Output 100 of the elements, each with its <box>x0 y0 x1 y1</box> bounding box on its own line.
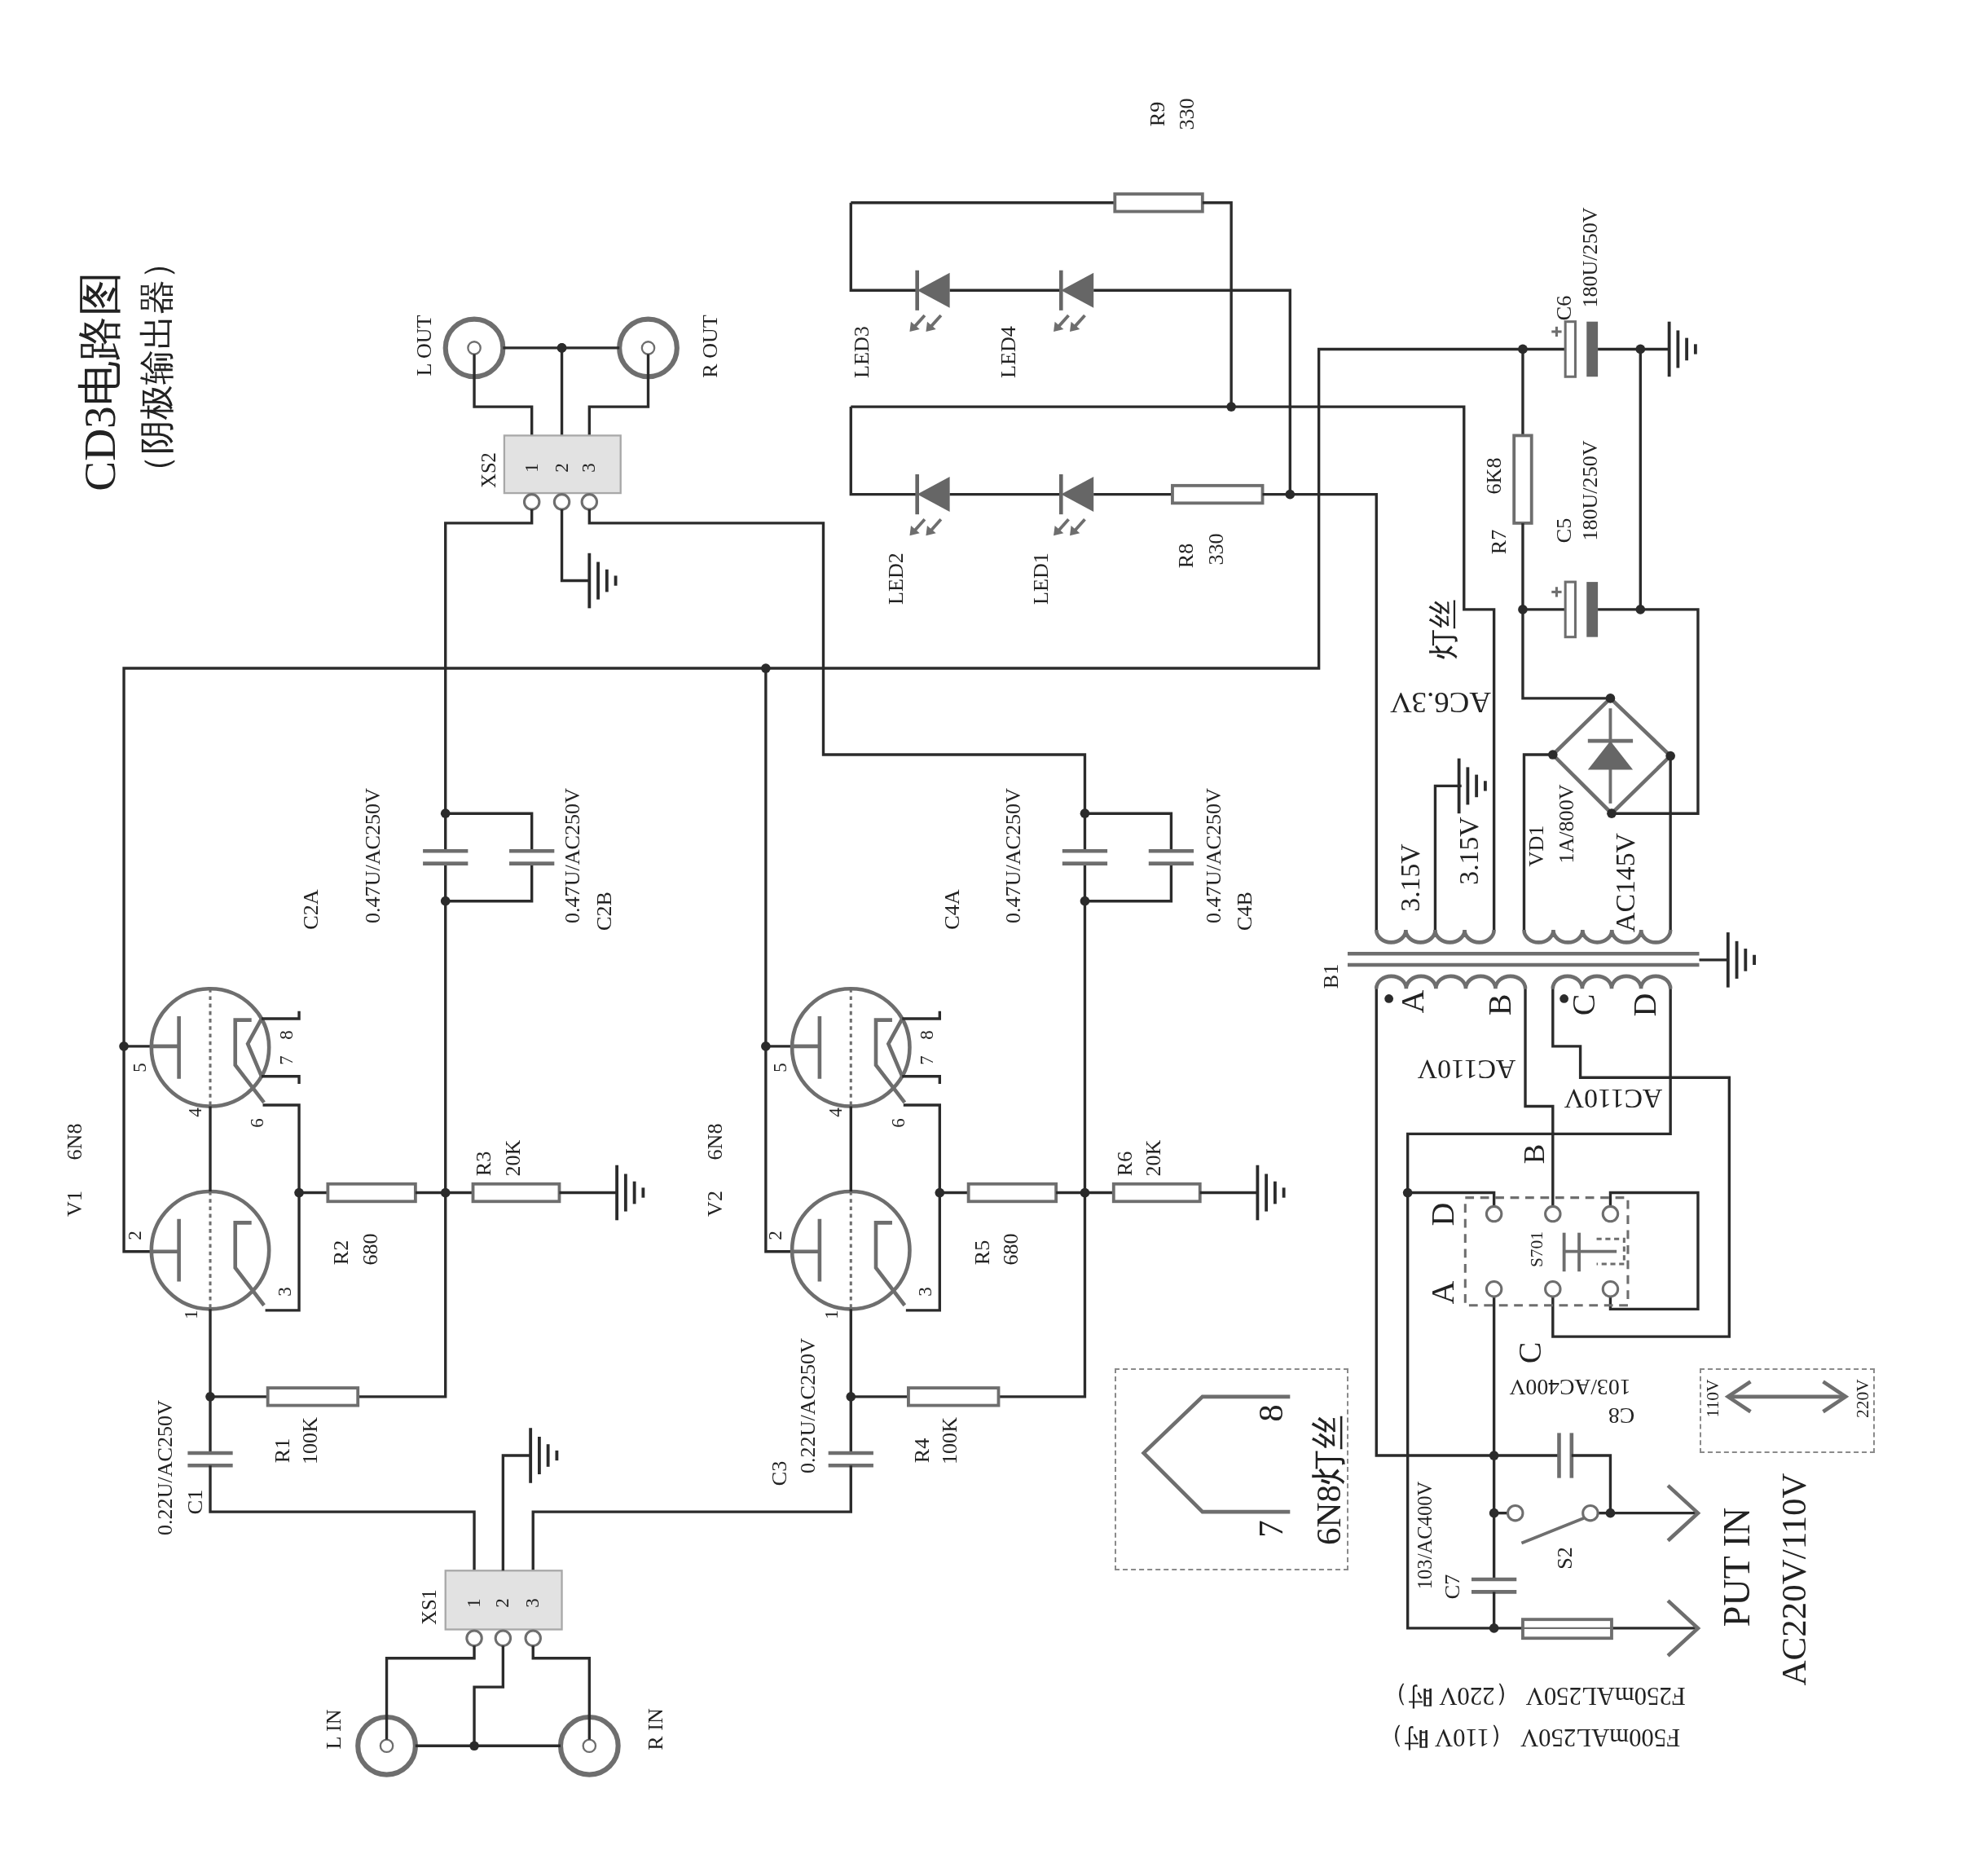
value-label: 0.47U/AC250V <box>1203 788 1225 924</box>
terminal-label: C <box>1568 993 1601 1016</box>
pin-number: 3 <box>275 1287 295 1297</box>
pin-number: 6 <box>889 1117 908 1128</box>
pin-number: 2 <box>766 1231 785 1240</box>
pin-number: 3 <box>916 1287 935 1297</box>
part-label: B1 <box>1320 963 1343 989</box>
part-label: R2 <box>331 1240 353 1266</box>
voltage-selector-box <box>1699 1367 1875 1453</box>
value-label: F500mAL250V （110V 时） <box>1378 1724 1680 1750</box>
pin-number: 5 <box>130 1063 150 1072</box>
terminal-label: L IN <box>323 1709 345 1750</box>
value-label: 330 <box>1177 98 1199 130</box>
value-label: AC145V <box>1612 832 1639 932</box>
value-label: 0.22U/AC250V <box>154 1400 176 1536</box>
pin-number: 2 <box>552 463 572 473</box>
value-label: 6N8 <box>64 1123 86 1160</box>
pin-number: 3 <box>523 1598 543 1608</box>
terminal-label: A <box>1396 989 1429 1013</box>
pin-number: 5 <box>771 1063 790 1072</box>
value-label: 0.47U/AC250V <box>1002 788 1024 924</box>
part-label: C1 <box>184 1489 206 1515</box>
value-label: 100K <box>299 1416 321 1464</box>
part-label: S701 <box>1529 1231 1547 1267</box>
value-label: F250mAL250V （220V 时） <box>1382 1683 1686 1709</box>
value-label: 0.47U/AC250V <box>362 788 384 924</box>
part-label: C2B <box>593 892 615 931</box>
part-label: R6 <box>1114 1152 1136 1177</box>
part-label: C5 <box>1553 517 1575 544</box>
part-label: C4B <box>1234 892 1256 931</box>
terminal-label: R IN <box>644 1708 666 1751</box>
voltage-label: 220V <box>1854 1378 1872 1418</box>
pin-number: 7 <box>1252 1519 1288 1538</box>
value-label: 20K <box>1142 1139 1164 1176</box>
voltage-label: 110V <box>1705 1379 1722 1418</box>
pin-number: 1 <box>522 463 542 473</box>
part-label: R1 <box>272 1438 294 1464</box>
part-label: R5 <box>971 1240 993 1266</box>
pin-number: 4 <box>186 1108 205 1117</box>
value-label: 180U/250V <box>1579 440 1601 541</box>
note-text: 灯丝 <box>1428 599 1459 660</box>
part-label: R3 <box>473 1152 495 1177</box>
value-label: 3.15V <box>1455 817 1483 885</box>
terminal-label: B <box>1519 1143 1550 1165</box>
diagram-subtitle: （阴极输出器） <box>139 244 174 490</box>
part-label: LED1 <box>1030 552 1052 605</box>
diagram-title: CD3电路图 <box>77 271 123 492</box>
value-label: 0.22U/AC250V <box>798 1337 820 1473</box>
part-label: S2 <box>1555 1547 1577 1570</box>
terminal-label: A <box>1426 1281 1459 1305</box>
value-label: 6K8 <box>1483 457 1505 495</box>
value-label: 330 <box>1205 533 1227 566</box>
part-label: V1 <box>64 1191 86 1218</box>
part-label: R9 <box>1146 101 1168 126</box>
value-label: 680 <box>1000 1233 1022 1266</box>
part-label: R8 <box>1175 543 1197 569</box>
value-label: 103/AC400V <box>1414 1482 1436 1590</box>
part-label: LED2 <box>885 552 907 605</box>
value-label: 3.15V <box>1396 843 1424 912</box>
value-label: 100K <box>939 1416 961 1464</box>
filament-diagram-box <box>1115 1367 1349 1571</box>
note-text: AC220V/110V <box>1775 1473 1811 1686</box>
filament-label: 6N8灯丝 <box>1310 1414 1346 1545</box>
pin-number: 8 <box>277 1030 297 1040</box>
value-label: AC110V <box>1564 1085 1662 1113</box>
pin-number: 8 <box>917 1030 937 1040</box>
terminal-label: L OUT <box>413 315 435 377</box>
pin-number: 1 <box>182 1309 201 1319</box>
part-label: LED3 <box>851 325 873 378</box>
part-label: XS2 <box>479 452 499 489</box>
note-text: PUT IN <box>1718 1507 1756 1627</box>
pin-number: 3 <box>579 463 599 473</box>
pin-number: 4 <box>826 1108 846 1117</box>
value-label: 6N8 <box>705 1123 727 1160</box>
value-label: 0.47U/AC250V <box>562 788 584 924</box>
part-label: C2A <box>301 889 323 931</box>
part-label: XS1 <box>419 1589 440 1625</box>
value-label: 180U/250V <box>1579 207 1601 308</box>
pin-number: 6 <box>248 1117 267 1128</box>
part-label: R7 <box>1488 529 1510 555</box>
part-label: VD1 <box>1525 825 1547 867</box>
terminal-label: D <box>1629 993 1662 1017</box>
pin-number: 2 <box>125 1231 145 1240</box>
value-label: 680 <box>359 1233 381 1266</box>
terminal-label: D <box>1426 1202 1459 1226</box>
part-label: C6 <box>1553 295 1575 320</box>
part-label: C3 <box>768 1460 790 1486</box>
part-label: V2 <box>705 1191 727 1218</box>
pin-number: 7 <box>277 1055 297 1065</box>
value-label: 103/AC400V <box>1509 1375 1631 1398</box>
terminal-label: B <box>1484 993 1517 1016</box>
terminal-label: C <box>1514 1341 1547 1364</box>
pin-number: 1 <box>464 1598 484 1608</box>
pin-number: 2 <box>493 1598 512 1608</box>
value-label: 1A/800V <box>1555 783 1577 864</box>
part-label: C7 <box>1441 1574 1463 1600</box>
pin-number: 8 <box>1252 1404 1288 1423</box>
value-label: AC110V <box>1417 1055 1516 1083</box>
pin-number: 7 <box>917 1055 937 1065</box>
terminal-label: R OUT <box>700 315 722 379</box>
